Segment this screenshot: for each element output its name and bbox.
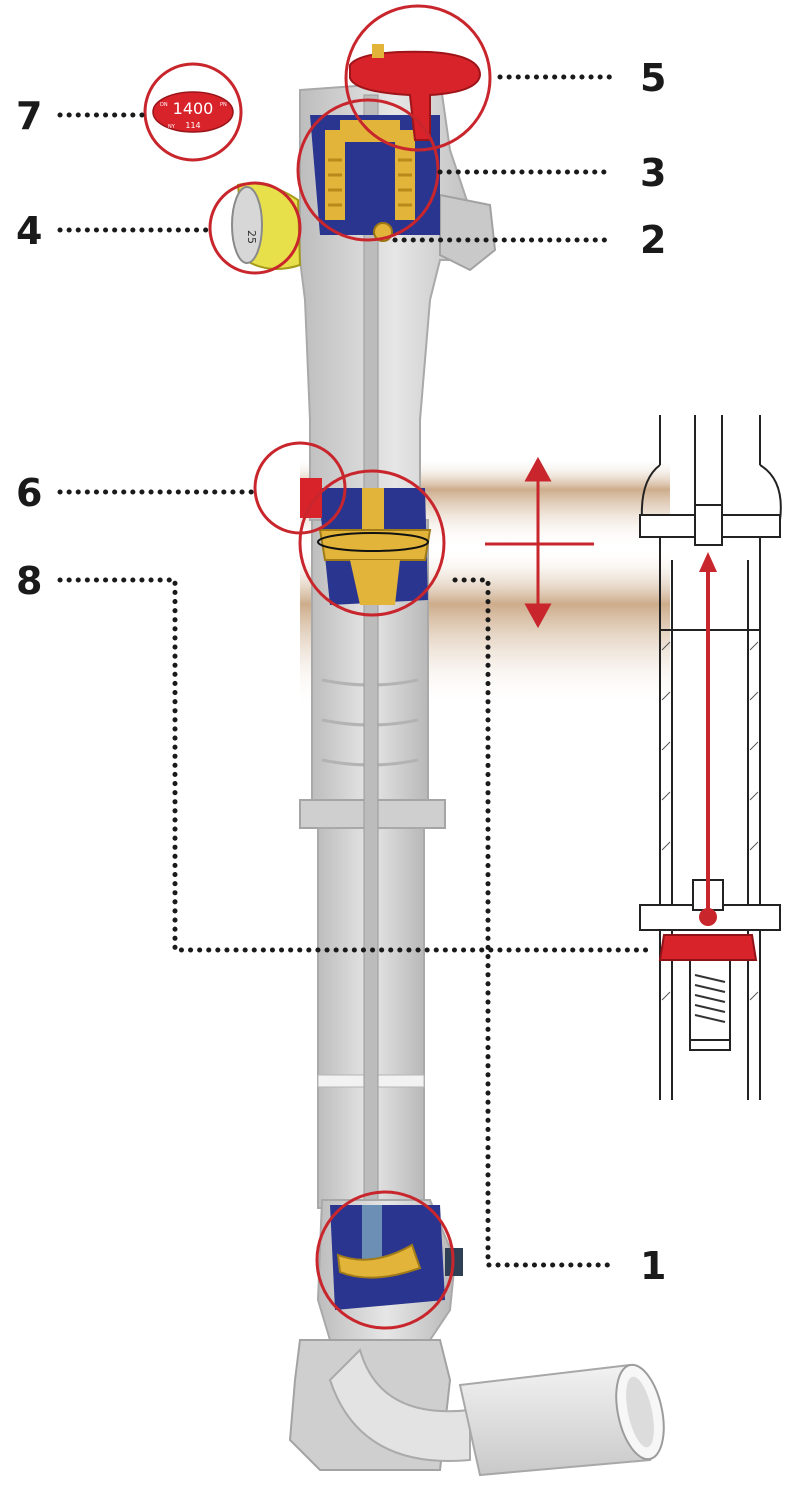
detail-spring	[694, 974, 726, 1023]
identification-plate: DN 1400 PN NY 114	[152, 91, 234, 133]
drain-valve-assembly	[330, 1205, 463, 1310]
detail-red-rod	[658, 552, 758, 961]
ring-plate	[143, 62, 243, 162]
gauge-text: 25	[245, 230, 258, 244]
movement-arrow	[485, 456, 594, 629]
plate-sub: 114	[185, 121, 200, 130]
operating-cap	[349, 44, 482, 141]
callout-labels: 5 3 2 7 4 6 8 1	[16, 56, 666, 1288]
pressure-gauge: 25	[231, 182, 302, 270]
leader-lines	[57, 74, 653, 1268]
ring-head-valve	[296, 98, 440, 242]
highlight-rings	[143, 4, 492, 1330]
head-valve-assembly	[310, 115, 440, 242]
ring-breakaway-valve	[298, 469, 446, 617]
callout-5: 5	[640, 56, 666, 100]
ring-drain-valve	[315, 1190, 455, 1330]
breakaway-valve-assembly	[300, 478, 432, 605]
callout-2: 2	[640, 218, 666, 262]
callout-6: 6	[16, 471, 42, 515]
ring-gauge	[208, 181, 302, 275]
callout-4: 4	[16, 209, 42, 253]
plate-small-right: PN	[220, 102, 227, 108]
callout-1: 1	[640, 1244, 666, 1288]
plate-sub-prefix: NY	[168, 124, 176, 130]
callout-8: 8	[16, 559, 42, 603]
callout-3: 3	[640, 151, 666, 195]
ring-cap	[344, 4, 492, 152]
callout-7: 7	[16, 94, 42, 138]
plate-small-left: DN	[160, 102, 168, 108]
detail-cross-section	[639, 415, 782, 1100]
plate-number: 1400	[173, 99, 214, 118]
detail-hatching	[661, 641, 759, 1001]
